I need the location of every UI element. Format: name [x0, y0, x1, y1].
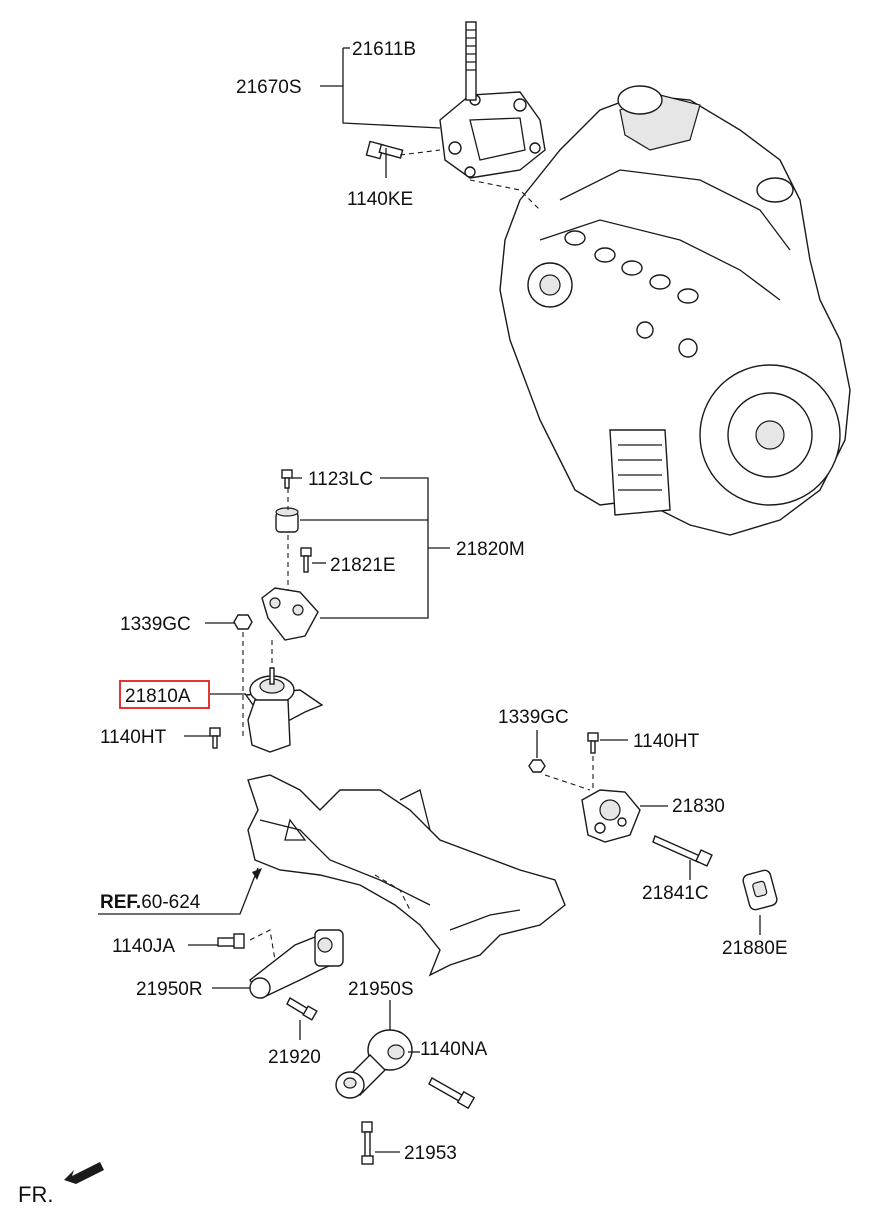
label-1140KE[interactable]: 1140KE	[347, 189, 413, 210]
label-21880E[interactable]: 21880E	[722, 938, 788, 959]
label-21830[interactable]: 21830	[672, 796, 725, 817]
label-1140HT-left[interactable]: 1140HT	[100, 727, 167, 748]
bolt-21841C	[652, 835, 713, 867]
roll-rod-21950R	[249, 929, 344, 999]
label-21950S[interactable]: 21950S	[348, 979, 414, 1000]
nut-1339GC-right	[528, 759, 546, 773]
label-1339GC-left[interactable]: 1339GC	[120, 614, 191, 635]
label-1140HT-right[interactable]: 1140HT	[633, 731, 700, 752]
label-1140JA[interactable]: 1140JA	[112, 936, 175, 957]
bolt-1140KE	[365, 140, 404, 160]
highlight-box-21810A	[119, 680, 210, 709]
engine-assembly	[499, 85, 851, 536]
label-21841C[interactable]: 21841C	[642, 883, 709, 904]
label-ref-60-624[interactable]: REF.60-624	[100, 892, 201, 913]
label-21810A[interactable]: 21810A	[125, 686, 191, 707]
exhaust-ports	[564, 230, 699, 304]
label-1339GC-right[interactable]: 1339GC	[498, 707, 569, 728]
front-arrow-icon	[64, 1162, 104, 1186]
engine-mount-21810A	[244, 667, 324, 753]
ref-arrowhead	[252, 868, 262, 880]
label-21953[interactable]: 21953	[404, 1143, 457, 1164]
label-21820M[interactable]: 21820M	[456, 539, 525, 560]
bolt-21920	[286, 997, 318, 1021]
plate-21880E	[742, 869, 778, 911]
label-1140NA[interactable]: 1140NA	[420, 1039, 488, 1060]
label-1123LC[interactable]: 1123LC	[308, 469, 373, 490]
bolt-1140HT-left	[209, 727, 221, 749]
label-21821E[interactable]: 21821E	[330, 555, 396, 576]
label-21920[interactable]: 21920	[268, 1047, 321, 1068]
transmission-mount-21830	[581, 789, 641, 843]
ref-number: 60-624	[141, 892, 201, 913]
bushing-21950S	[335, 1029, 413, 1099]
bushing-21820M	[275, 507, 299, 533]
bolt-21953	[361, 1121, 374, 1165]
bolt-1140NA	[428, 1077, 476, 1110]
bolt-1140JA	[217, 933, 245, 949]
label-21950R[interactable]: 21950R	[136, 979, 203, 1000]
leader-lines	[98, 47, 761, 1153]
upper-bracket-21670S	[439, 91, 546, 179]
subframe-ref-60-624	[247, 774, 566, 977]
bolt-1140HT-right	[587, 732, 599, 754]
bolt-1123LC	[281, 469, 293, 489]
label-21670S[interactable]: 21670S	[236, 77, 302, 98]
ref-prefix: REF.	[100, 892, 141, 913]
bolt-21821E	[300, 547, 312, 573]
label-21611B[interactable]: 21611B	[352, 39, 416, 60]
label-fr: FR.	[18, 1182, 53, 1207]
stud-21611B	[465, 21, 477, 101]
nut-1339GC-left	[233, 614, 253, 630]
front-direction-indicator: FR.	[18, 1162, 104, 1207]
mount-bracket	[261, 587, 319, 641]
